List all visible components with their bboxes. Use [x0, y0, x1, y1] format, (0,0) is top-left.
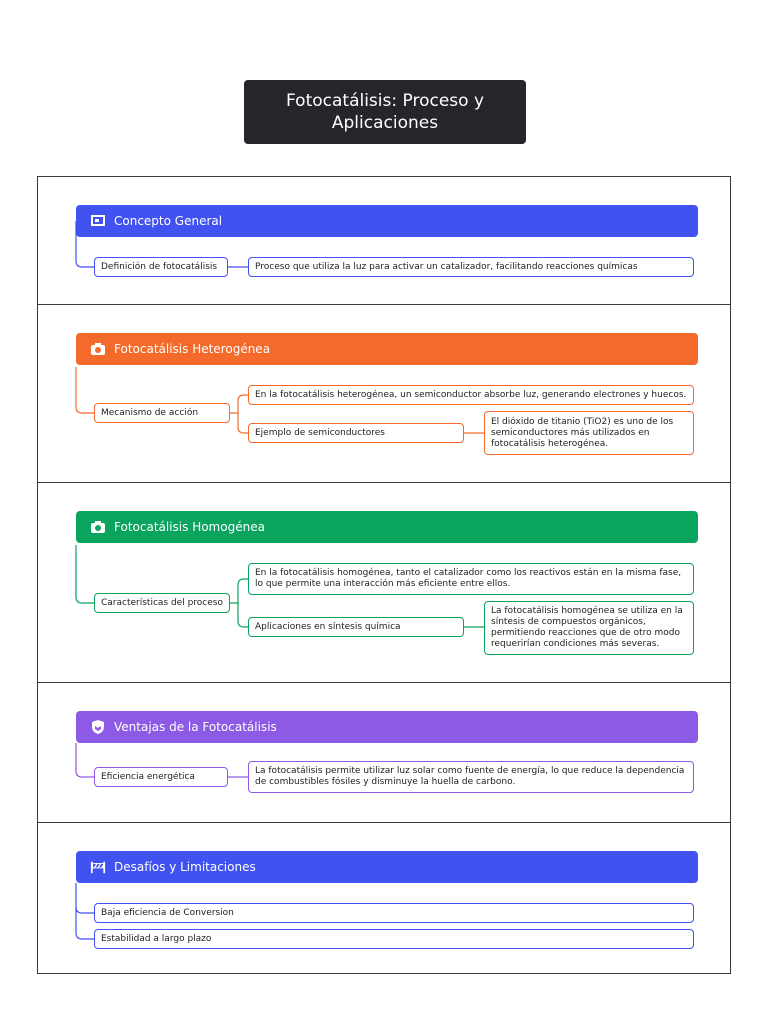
section-heterogenea: Fotocatálisis Heterogénea Mecanismo de a…	[38, 305, 730, 483]
section-homogenea: Fotocatálisis Homogénea Características …	[38, 483, 730, 683]
section-ventajas: Ventajas de la Fotocatálisis Eficiencia …	[38, 683, 730, 823]
camera-icon	[90, 519, 106, 535]
camera-icon	[90, 341, 106, 357]
connector-lines	[75, 883, 94, 940]
node-mecanismo-detalle[interactable]: En la fotocatálisis heterogénea, un semi…	[248, 385, 694, 405]
section-header-label: Fotocatálisis Heterogénea	[114, 342, 271, 356]
node-eficiencia-detalle[interactable]: La fotocatálisis permite utilizar luz so…	[248, 761, 694, 793]
node-eficiencia[interactable]: Eficiencia energética	[94, 767, 228, 787]
node-aplicaciones-detalle[interactable]: La fotocatálisis homogénea se utiliza en…	[484, 601, 694, 655]
node-aplicaciones[interactable]: Aplicaciones en síntesis química	[248, 617, 464, 637]
mindmap-title: Fotocatálisis: Proceso y Aplicaciones	[244, 80, 526, 144]
node-mecanismo[interactable]: Mecanismo de acción	[94, 403, 230, 423]
section-header[interactable]: Concepto General	[76, 205, 698, 237]
section-header[interactable]: Ventajas de la Fotocatálisis	[76, 711, 698, 743]
section-header[interactable]: Fotocatálisis Heterogénea	[76, 333, 698, 365]
node-definicion-detalle[interactable]: Proceso que utiliza la luz para activar …	[248, 257, 694, 277]
section-header-label: Concepto General	[114, 214, 223, 228]
shield-icon	[90, 719, 106, 735]
connector-lines	[75, 221, 248, 268]
section-header-label: Desafíos y Limitaciones	[114, 860, 256, 874]
barrier-icon	[90, 859, 106, 875]
section-concepto-general: Concepto General Definición de fotocatál…	[38, 177, 730, 305]
node-definicion[interactable]: Definición de fotocatálisis	[94, 257, 228, 277]
node-ejemplo[interactable]: Ejemplo de semiconductores	[248, 423, 464, 443]
connector-lines	[75, 743, 248, 778]
mindmap-frame: Concepto General Definición de fotocatál…	[37, 176, 731, 974]
node-ejemplo-detalle[interactable]: El dióxido de titanio (TiO2) es uno de l…	[484, 411, 694, 455]
presentation-icon	[90, 213, 106, 229]
section-desafios: Desafíos y Limitaciones Baja eficiencia …	[38, 823, 730, 973]
node-caracteristicas-detalle[interactable]: En la fotocatálisis homogénea, tanto el …	[248, 563, 694, 595]
section-header-label: Ventajas de la Fotocatálisis	[114, 720, 277, 734]
section-header[interactable]: Desafíos y Limitaciones	[76, 851, 698, 883]
section-header-label: Fotocatálisis Homogénea	[114, 520, 265, 534]
node-estabilidad[interactable]: Estabilidad a largo plazo	[94, 929, 694, 949]
node-caracteristicas[interactable]: Características del proceso	[94, 593, 230, 613]
node-baja-eficiencia[interactable]: Baja eficiencia de Conversion	[94, 903, 694, 923]
section-header[interactable]: Fotocatálisis Homogénea	[76, 511, 698, 543]
